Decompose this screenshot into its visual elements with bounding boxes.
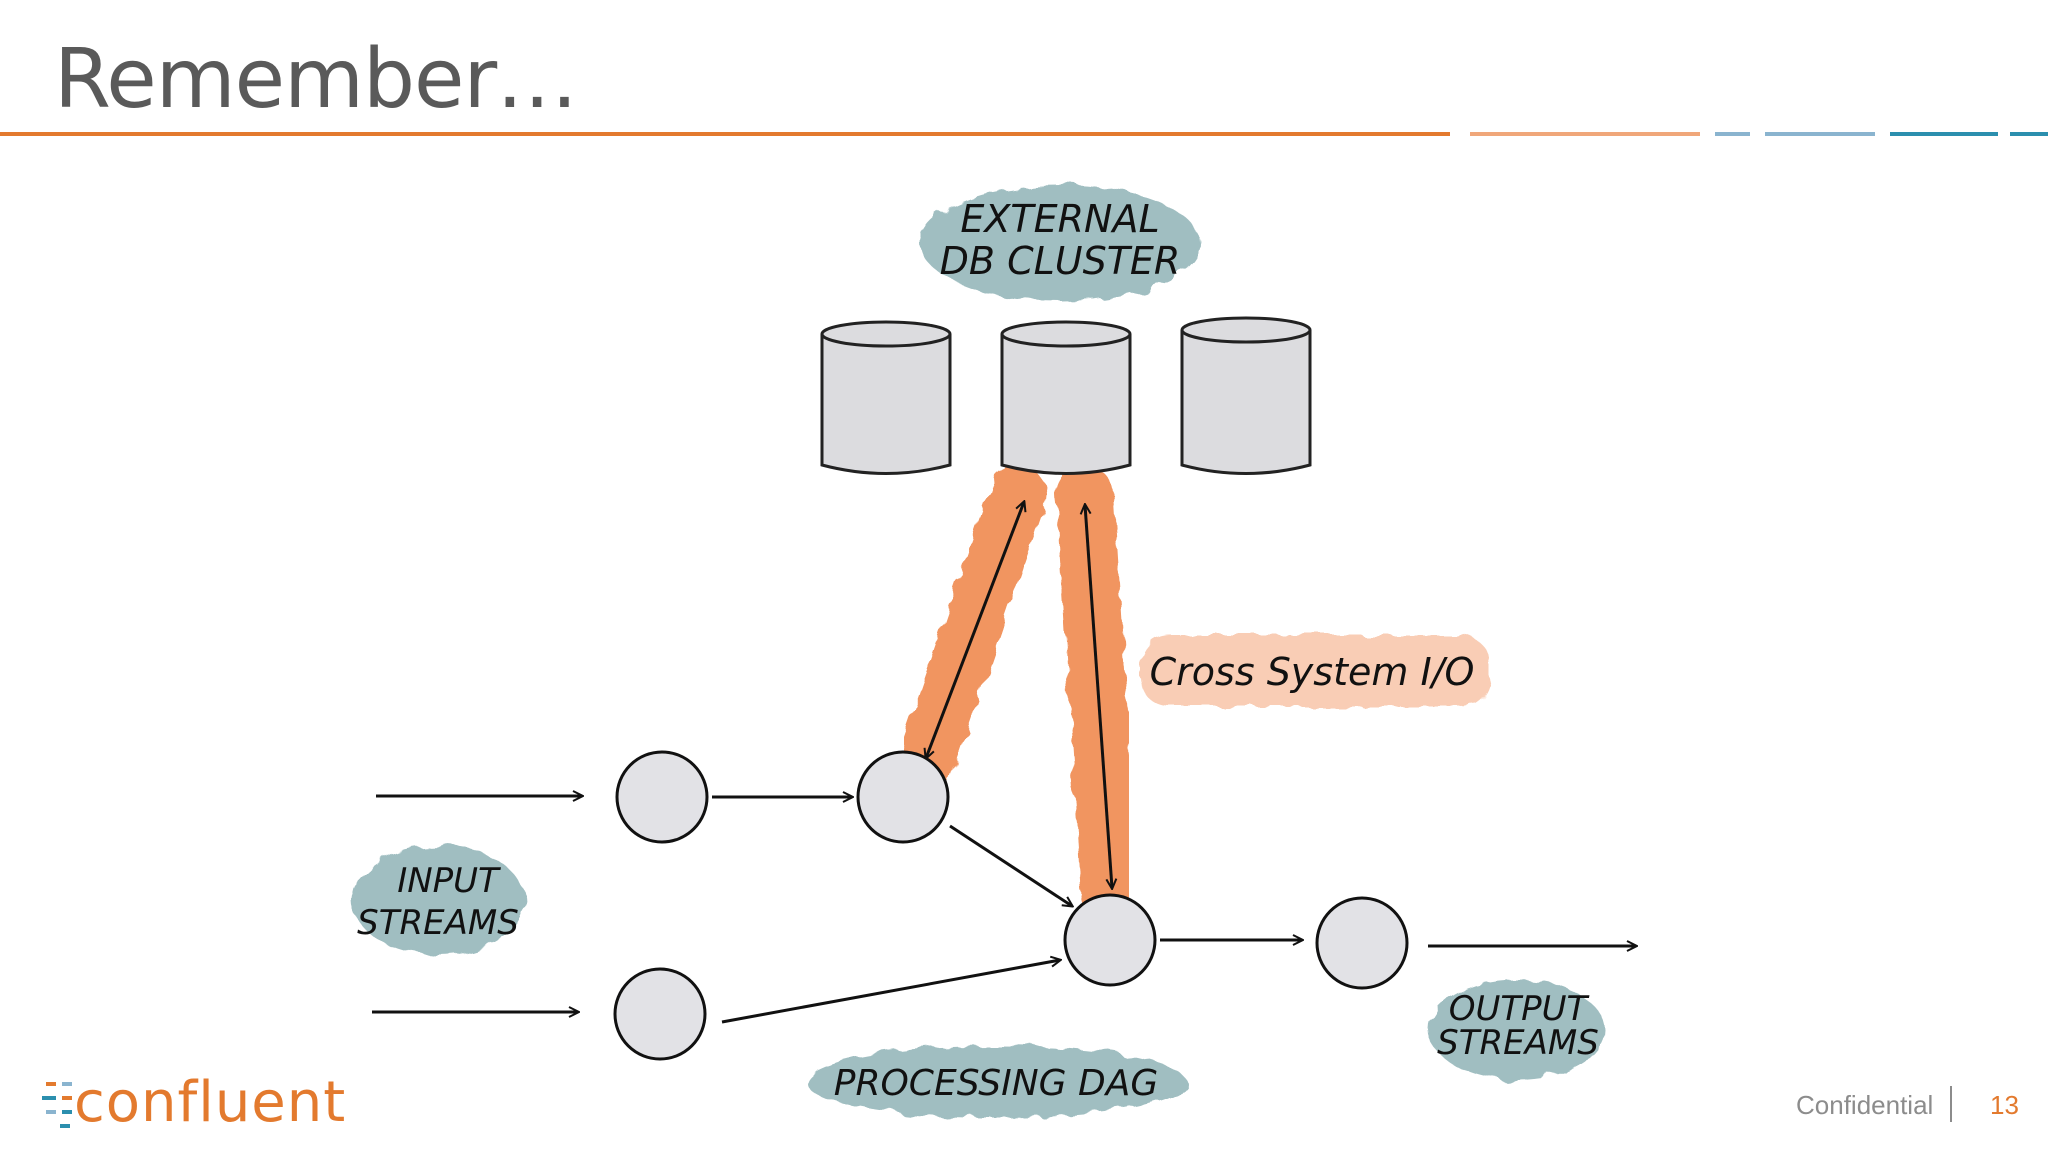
label-blobs — [352, 185, 1605, 1118]
confluent-logo-icon — [42, 1082, 72, 1128]
label-input-line2: STREAMS — [357, 903, 519, 943]
footer-divider — [1950, 1086, 1952, 1122]
edge-b-d — [949, 824, 1072, 906]
dag-edges — [372, 502, 1636, 1024]
db-io-arrow-1 — [926, 502, 1024, 758]
dag-node — [1315, 896, 1409, 990]
brand-name: confluent — [74, 1070, 347, 1135]
label-cross-system: Cross System I/O — [1150, 650, 1475, 694]
slide-title: Remember… — [54, 32, 578, 127]
database-cylinder-icon — [1180, 316, 1312, 475]
dag-nodes — [613, 750, 1409, 1061]
edge-c-d — [721, 960, 1060, 1024]
label-external-line2: DB CLUSTER — [940, 239, 1181, 283]
db-cluster — [820, 316, 1312, 475]
database-cylinder-icon — [1000, 320, 1132, 475]
dag-node — [615, 750, 709, 844]
dag-node — [1063, 893, 1157, 987]
label-output-line1: OUTPUT — [1449, 989, 1590, 1029]
dag-node — [856, 750, 950, 844]
confidential-label: Confidential — [1796, 1090, 1934, 1120]
dag-node — [613, 967, 707, 1061]
label-external-line1: EXTERNAL — [960, 197, 1159, 241]
db-io-arrow-2 — [1085, 505, 1112, 888]
page-number: 13 — [1990, 1090, 2019, 1120]
label-input-line1: INPUT — [397, 861, 501, 901]
label-output-line2: STREAMS — [1437, 1023, 1599, 1063]
database-cylinder-icon — [820, 320, 952, 475]
label-processing-dag: PROCESSING DAG — [834, 1063, 1159, 1104]
